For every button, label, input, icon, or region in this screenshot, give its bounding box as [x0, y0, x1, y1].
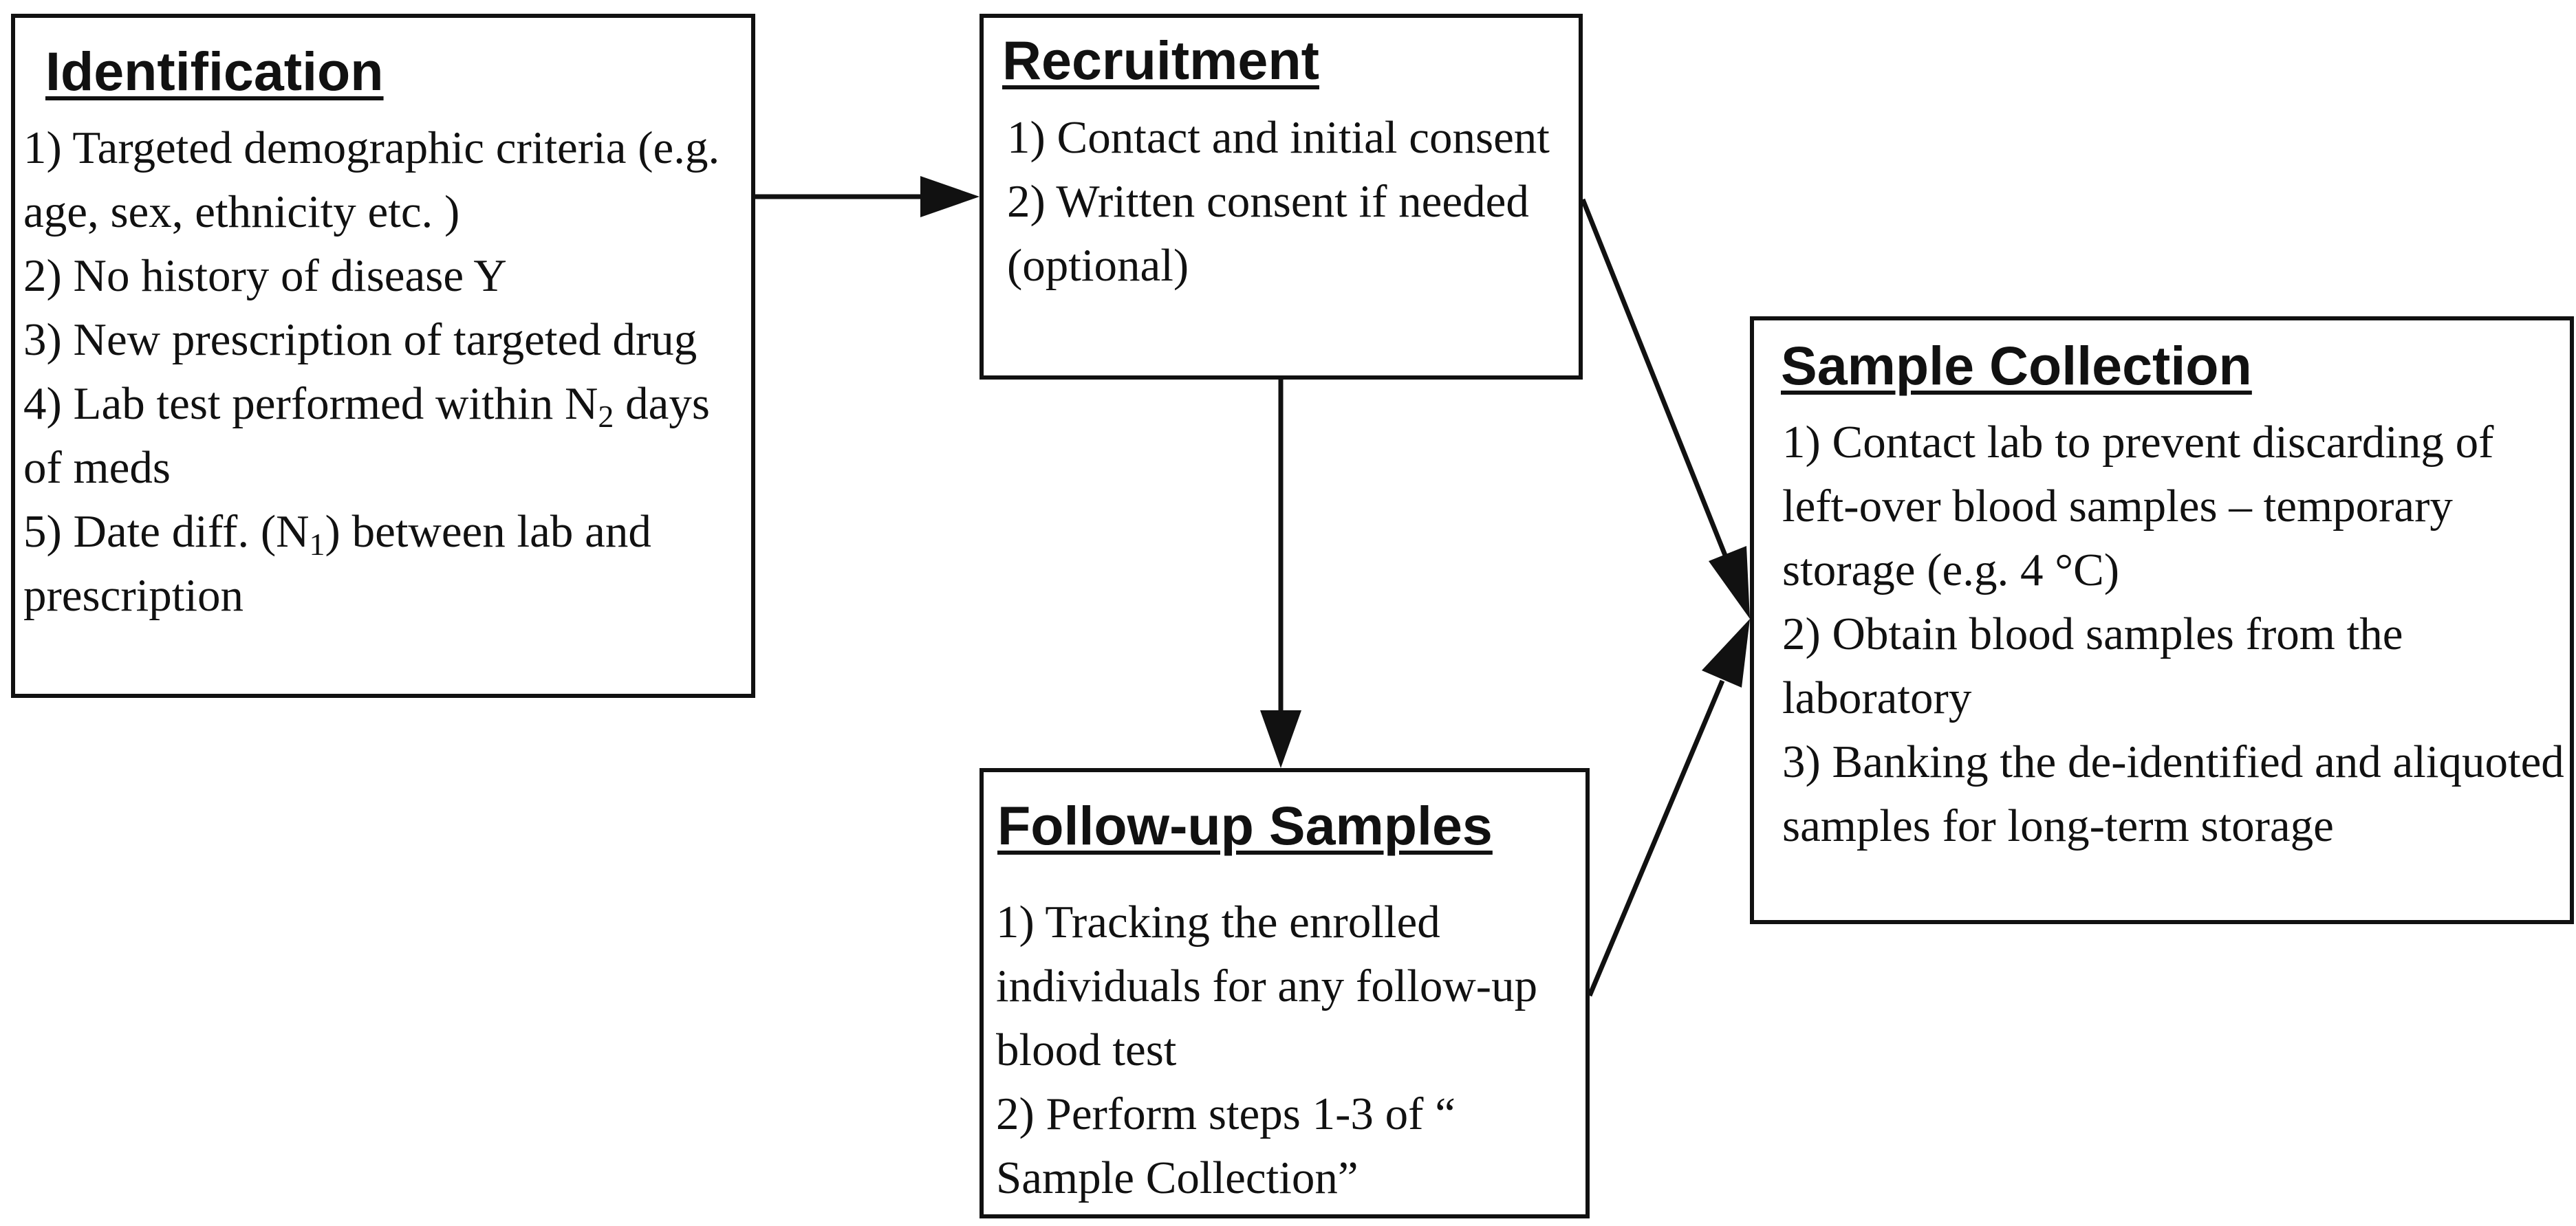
follow-up-item: 1) Tracking the enrolled individuals for… [996, 897, 1538, 1075]
sample-collection-item: 2) Obtain blood samples from the laborat… [1782, 609, 2403, 723]
sample-collection-box: Sample Collection 1) Contact lab to prev… [1750, 316, 2574, 924]
item-text: days of meds [23, 378, 710, 493]
identification-box: Identification 1) Targeted demographic c… [11, 14, 755, 698]
recruitment-item: 2) Written consent if needed (optional) [1007, 176, 1529, 291]
item-text: ) between lab and prescription [23, 506, 651, 621]
arrow-recruitment-to-sample-collection [1580, 198, 1750, 619]
sample-collection-item: 3) Banking the de-identified and aliquot… [1782, 736, 2564, 851]
recruitment-steps-list: 1) Contact and initial consent 2) Writte… [1007, 106, 1571, 298]
follow-up-steps-list: 1) Tracking the enrolled individuals for… [996, 890, 1585, 1210]
arrow-recruitment-to-follow-up [1260, 380, 1301, 768]
sample-collection-steps-list: 1) Contact lab to prevent discarding of … [1782, 411, 2566, 858]
identification-item: 1) Targeted demographic criteria (e.g. a… [23, 122, 720, 237]
item-text: 4) Lab test performed within N [23, 378, 598, 429]
follow-up-item: 2) Perform steps 1-3 of “ Sample Collect… [996, 1088, 1455, 1203]
recruitment-item: 1) Contact and initial consent [1007, 112, 1550, 163]
identification-item: 2) No history of disease Y [23, 250, 507, 301]
arrow-follow-up-to-sample-collection [1587, 619, 1750, 997]
arrow-identification-to-recruitment [755, 176, 979, 217]
identification-item: 3) New prescription of targeted drug [23, 314, 697, 365]
identification-title: Identification [45, 41, 384, 102]
recruitment-title: Recruitment [1002, 30, 1319, 91]
identification-item: 4) Lab test performed within N2 days of … [23, 372, 751, 500]
item-text: 5) Date diff. (N [23, 506, 310, 557]
subscript: 1 [309, 527, 325, 562]
follow-up-samples-title: Follow-up Samples [997, 795, 1493, 856]
identification-item: 5) Date diff. (N1) between lab and presc… [23, 500, 751, 628]
recruitment-box: Recruitment 1) Contact and initial conse… [979, 14, 1583, 380]
subscript: 2 [598, 399, 614, 434]
sample-collection-title: Sample Collection [1781, 335, 2252, 396]
follow-up-samples-box: Follow-up Samples 1) Tracking the enroll… [979, 768, 1590, 1218]
sample-collection-item: 1) Contact lab to prevent discarding of … [1782, 417, 2494, 595]
identification-criteria-list: 1) Targeted demographic criteria (e.g. a… [23, 116, 751, 628]
